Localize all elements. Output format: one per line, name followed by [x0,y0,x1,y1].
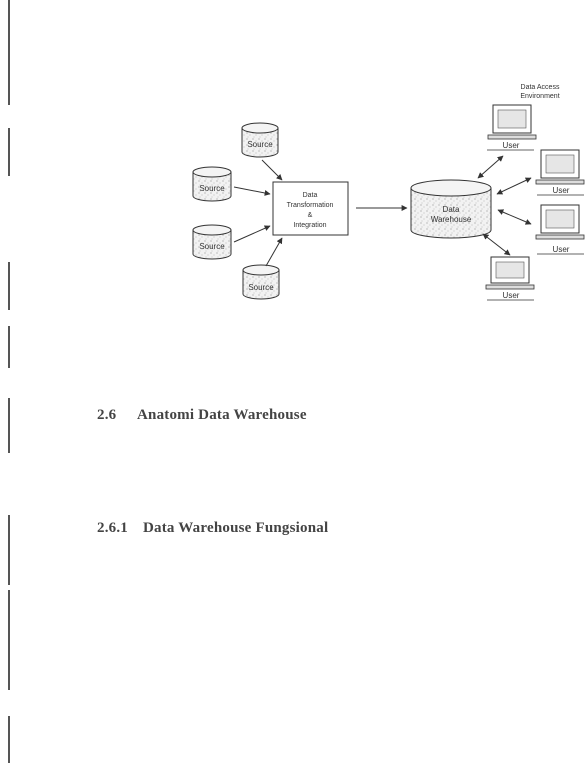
access-env-label: Environment [520,93,559,100]
margin-bar [8,0,10,105]
transformation-box: Data Transformation & Integration [272,181,349,236]
margin-bar [8,515,10,585]
margin-bar [8,716,10,763]
svg-text:Transformation: Transformation [287,202,334,209]
svg-text:Integration: Integration [293,222,326,229]
source-cylinder: Source [241,122,279,158]
user-computer: User [535,204,585,255]
flow-arrow [233,225,271,243]
section-number: 2.6 [97,407,117,423]
data-warehouse-diagram: Source Source Source Source Data Transfo… [192,84,585,301]
margin-bar [8,262,10,310]
source-cylinder: Source [192,166,232,202]
source-label: Source [247,140,273,149]
svg-text:&: & [308,212,313,219]
flow-arrow [477,155,504,179]
subsection-heading: 2.6.1 Data Warehouse Fungsional [97,520,328,537]
data-warehouse-cylinder: Data Warehouse [410,179,492,239]
user-label: User [553,186,570,195]
svg-text:Warehouse: Warehouse [431,215,472,224]
flow-arrow [265,237,283,267]
user-computer: User [487,104,537,151]
user-label: User [553,245,570,254]
section-title: Anatomi Data Warehouse [137,407,307,423]
section-heading: 2.6 Anatomi Data Warehouse [97,407,307,424]
source-cylinder: Source [242,264,280,300]
access-env-label: Data Access [521,84,560,91]
svg-text:Data: Data [443,205,460,214]
source-label: Source [248,283,274,292]
section-number: 2.6.1 [97,520,128,536]
svg-text:Data: Data [303,192,318,199]
margin-bar [8,398,10,453]
margin-bar [8,590,10,690]
flow-arrow [261,159,283,181]
flow-arrow [233,186,271,196]
source-label: Source [199,242,225,251]
margin-bar [8,326,10,368]
flow-arrow [482,233,511,256]
user-label: User [503,291,520,300]
source-label: Source [199,184,225,193]
user-computer: User [485,256,535,301]
user-label: User [503,141,520,150]
section-title: Data Warehouse Fungsional [143,520,329,536]
flow-arrow [496,177,532,195]
user-computer: User [535,149,585,196]
source-cylinder: Source [192,224,232,260]
flow-arrow [497,209,532,225]
margin-bar [8,128,10,176]
